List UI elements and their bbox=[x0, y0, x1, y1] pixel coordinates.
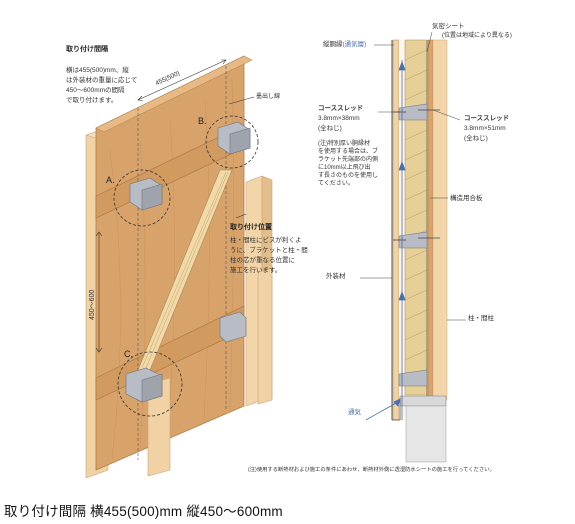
kouzou-label: 構造用合板 bbox=[450, 195, 483, 202]
sumidashi-leader bbox=[228, 96, 255, 105]
bracket-a bbox=[129, 177, 163, 211]
coarse-right-title: コーススレッド bbox=[464, 115, 510, 122]
coarse-right-size: 3.8mm×51mm bbox=[464, 125, 506, 132]
gaisou-label: 外装材 bbox=[326, 273, 346, 280]
vertical-dimension-label: 450〜600 bbox=[89, 289, 96, 320]
coarse-left-title: コーススレッド bbox=[318, 105, 364, 112]
spacing-heading: 取り付け間隔 bbox=[66, 46, 108, 53]
furring-strip bbox=[392, 39, 400, 421]
wood-grain bbox=[109, 79, 234, 461]
horizontal-dimension bbox=[137, 59, 227, 102]
caption: 取り付け間隔 横455(500)mm 縦450〜600mm bbox=[4, 504, 283, 519]
sumidashi-label: 墨出し線 bbox=[256, 94, 281, 100]
tatedoubuchi-label: 縦胴縁(通気層) bbox=[323, 41, 367, 48]
section-brackets bbox=[398, 103, 428, 387]
hashira-label: 柱・間柱 bbox=[468, 315, 494, 322]
kimitsu-note: (位置は地域により異なる) bbox=[442, 33, 512, 39]
coarse-left-size: 3.8mm×38mm bbox=[318, 115, 360, 122]
kimitsu-label: 気密シート bbox=[432, 23, 465, 30]
coarse-right-type: (全ねじ) bbox=[464, 135, 488, 142]
callout-c-label: C. bbox=[124, 349, 133, 359]
position-text: 柱・間柱にビスが利くよ うに、ブラケットと柱・間 柱の芯が重なる位置に 施工を行… bbox=[230, 237, 308, 274]
thick-furring-note: (注)特別厚い胴縁材 を使用する場合は、ブ ラケット先端部の内側 に10mm以上… bbox=[318, 141, 379, 187]
stud-section bbox=[432, 39, 448, 401]
bracket-c bbox=[125, 367, 163, 403]
front-stud bbox=[147, 377, 171, 477]
spacing-text: 横は455(500)mm、縦 は外装材の重量に応じて 450〜600mmの間隔 … bbox=[66, 67, 138, 104]
bracket-b bbox=[217, 121, 251, 155]
structural-plywood bbox=[427, 39, 434, 401]
footnote: (注)使用する断熱材および施工の条件にあわせ、断熱材外側に透湿防水シートの施工を… bbox=[248, 467, 495, 473]
foundation bbox=[392, 395, 447, 463]
section-diagram bbox=[360, 31, 466, 463]
position-heading: 取り付け位置 bbox=[230, 224, 272, 231]
airflow-arrows bbox=[365, 60, 406, 421]
bracket-mid bbox=[219, 311, 247, 343]
leader-lines bbox=[360, 31, 466, 321]
callout-a-label: A. bbox=[106, 175, 115, 185]
callout-circles bbox=[113, 115, 259, 417]
tsuuki-label: 通気 bbox=[348, 409, 361, 416]
vertical-dimension bbox=[95, 231, 103, 353]
callout-b-label: B. bbox=[198, 116, 207, 126]
coarse-left-type: (全ねじ) bbox=[318, 125, 342, 132]
insulation-layer bbox=[404, 39, 428, 396]
sumidashi-lines bbox=[137, 66, 227, 460]
stud-right-b bbox=[257, 267, 273, 405]
wall-illustration bbox=[85, 55, 273, 479]
